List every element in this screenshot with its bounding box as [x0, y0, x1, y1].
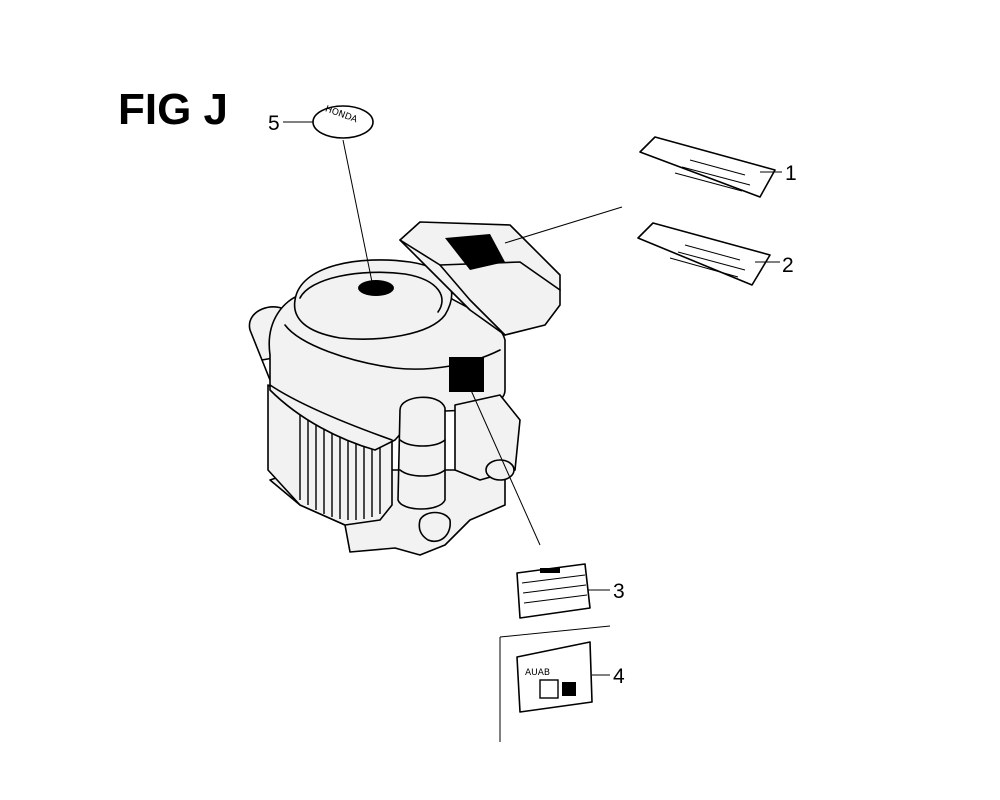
label-part-4: AUAB: [499, 625, 611, 742]
callout-3: 3: [613, 580, 625, 603]
decal-part-2: [637, 222, 771, 286]
figure-title: FIG J: [118, 85, 228, 134]
callout-2: 2: [782, 254, 794, 277]
emblem-part-5: HONDA: [312, 104, 374, 139]
engine-illustration: [248, 221, 561, 556]
air-cleaner-label-area: [445, 234, 505, 270]
flywheel-center-emblem: [358, 280, 394, 296]
engine-label-area: [449, 357, 484, 392]
callout-4: 4: [613, 665, 625, 688]
cooling-fins: [299, 415, 381, 520]
label-part-3: [516, 563, 591, 619]
label-4-text: AUAB: [525, 668, 550, 678]
decal-part-1: [639, 136, 776, 198]
callout-1: 1: [785, 162, 797, 185]
callout-5: 5: [268, 112, 280, 135]
